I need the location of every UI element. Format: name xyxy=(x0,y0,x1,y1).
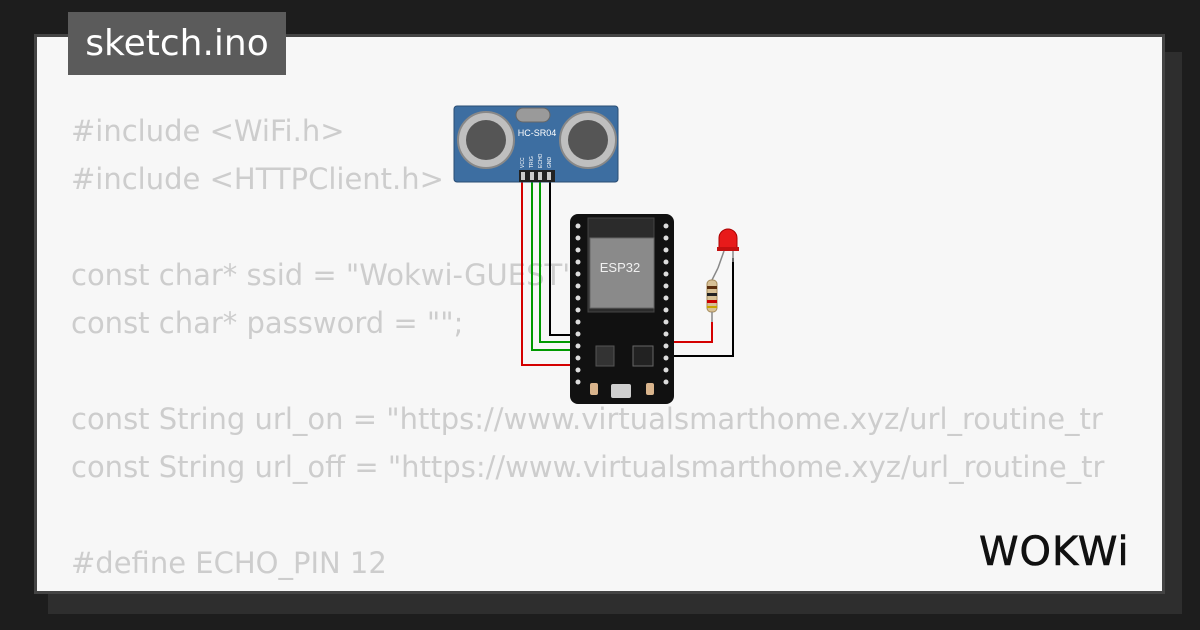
pin-label-echo: ECHO xyxy=(538,153,544,168)
wire-echo xyxy=(539,182,573,343)
wire-vcc xyxy=(521,182,573,366)
pin-label-vcc: VCC xyxy=(520,157,526,168)
wire-gnd xyxy=(549,182,573,336)
button-reset xyxy=(646,383,654,395)
red-led xyxy=(717,228,739,269)
wire-led xyxy=(668,322,713,343)
code-preview: #include <WiFi.h> #include <HTTPClient.h… xyxy=(71,114,1105,580)
esp32-chip xyxy=(589,237,655,309)
led-wires xyxy=(668,258,734,357)
transducer-mesh-right xyxy=(568,120,608,160)
usb-chip xyxy=(632,345,654,367)
filename-tab[interactable]: sketch.ino xyxy=(68,12,286,75)
board-label: ESP32 xyxy=(600,260,640,275)
esp32-board: ESP32 xyxy=(570,214,674,404)
wokwi-logo: WOKWi xyxy=(979,529,1130,576)
pin-label-trig: TRIG xyxy=(529,156,535,168)
regulator xyxy=(595,345,615,367)
resistor xyxy=(706,267,719,322)
circuit-diagram: HC-SR04 VCC TRIG ECHO GND ESP32 xyxy=(453,105,739,404)
button-boot xyxy=(590,383,598,395)
wire-trig xyxy=(531,182,573,351)
wokwi-logo-text: WOKWi xyxy=(979,529,1130,575)
micro-usb-port xyxy=(611,384,631,398)
sensor-label: HC-SR04 xyxy=(518,128,557,138)
ultrasonic-sensor: HC-SR04 VCC TRIG ECHO GND xyxy=(453,105,619,183)
wire-led-gnd xyxy=(668,258,734,357)
transducer-mesh-left xyxy=(466,120,506,160)
pin-label-gnd: GND xyxy=(547,157,553,169)
sensor-wires xyxy=(521,182,573,366)
